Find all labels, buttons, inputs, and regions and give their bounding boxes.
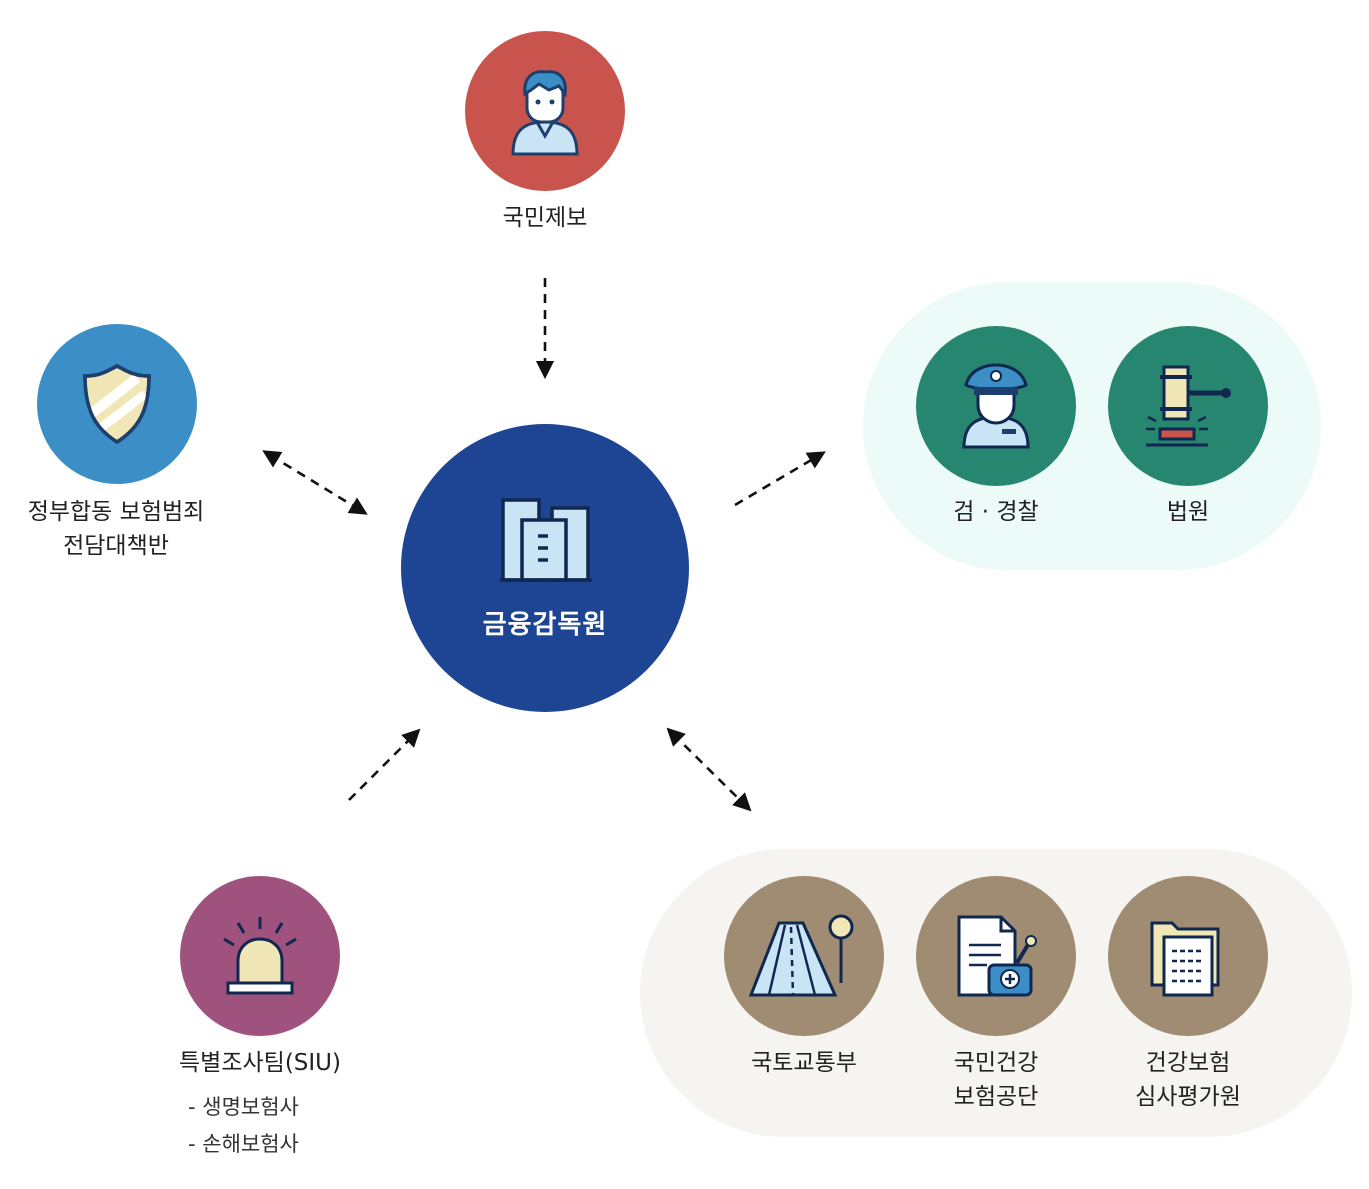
- prosecution-label: 검 · 경찰: [953, 499, 1039, 525]
- court-circle: [1108, 326, 1268, 486]
- police-officer-icon: [962, 363, 1030, 449]
- court-label: 법원: [1166, 499, 1210, 525]
- taskforce-circle: [37, 324, 197, 484]
- shield-icon: [83, 364, 151, 444]
- arrow-siu-to-center: [348, 728, 421, 801]
- taskforce-label-line-2: 전담대책반: [63, 533, 169, 559]
- siu-sub-list: - 생명보험사 - 손해보험사: [188, 1089, 299, 1163]
- road-icon: [749, 914, 854, 997]
- taskforce-label: 정부합동 보험범죄 전담대책반: [28, 495, 205, 563]
- siren-icon: [223, 917, 297, 995]
- taskforce-label-line-1: 정부합동 보험범죄: [27, 499, 205, 525]
- citizen-tip-circle: [465, 31, 625, 191]
- hira-label: 건강보험 심사평가원: [1135, 1046, 1241, 1114]
- arrow-taskforce-center: [262, 450, 368, 515]
- nhis-label: 국민건강 보험공단: [954, 1046, 1039, 1114]
- arrow-center-to-police: [734, 451, 826, 507]
- medical-document-icon: [957, 915, 1037, 997]
- hira-label-line-1: 건강보험: [1145, 1050, 1231, 1076]
- molit-label: 국토교통부: [751, 1050, 857, 1076]
- siu-label: 특별조사팀(SIU): [179, 1050, 341, 1076]
- hira-circle: [1108, 876, 1268, 1036]
- nhis-circle: [916, 876, 1076, 1036]
- nhis-label-line-1: 국민건강: [953, 1050, 1039, 1076]
- hira-label-line-2: 심사평가원: [1135, 1084, 1241, 1110]
- citizen-icon: [511, 70, 579, 156]
- molit-circle: [724, 876, 884, 1036]
- building-icon: [500, 498, 592, 582]
- gavel-icon: [1146, 365, 1231, 447]
- arrow-center-gov: [666, 727, 752, 812]
- tip-label: 국민제보: [502, 205, 588, 231]
- nhis-label-line-2: 보험공단: [953, 1084, 1039, 1110]
- prosecution-police-circle: [916, 326, 1076, 486]
- center-label: 금융감독원: [482, 610, 608, 640]
- siu-circle: [180, 876, 340, 1036]
- files-icon: [1150, 921, 1220, 997]
- siu-sub-item-life: - 생명보험사: [188, 1095, 299, 1119]
- siu-sub-item-nonlife: - 손해보험사: [188, 1132, 299, 1156]
